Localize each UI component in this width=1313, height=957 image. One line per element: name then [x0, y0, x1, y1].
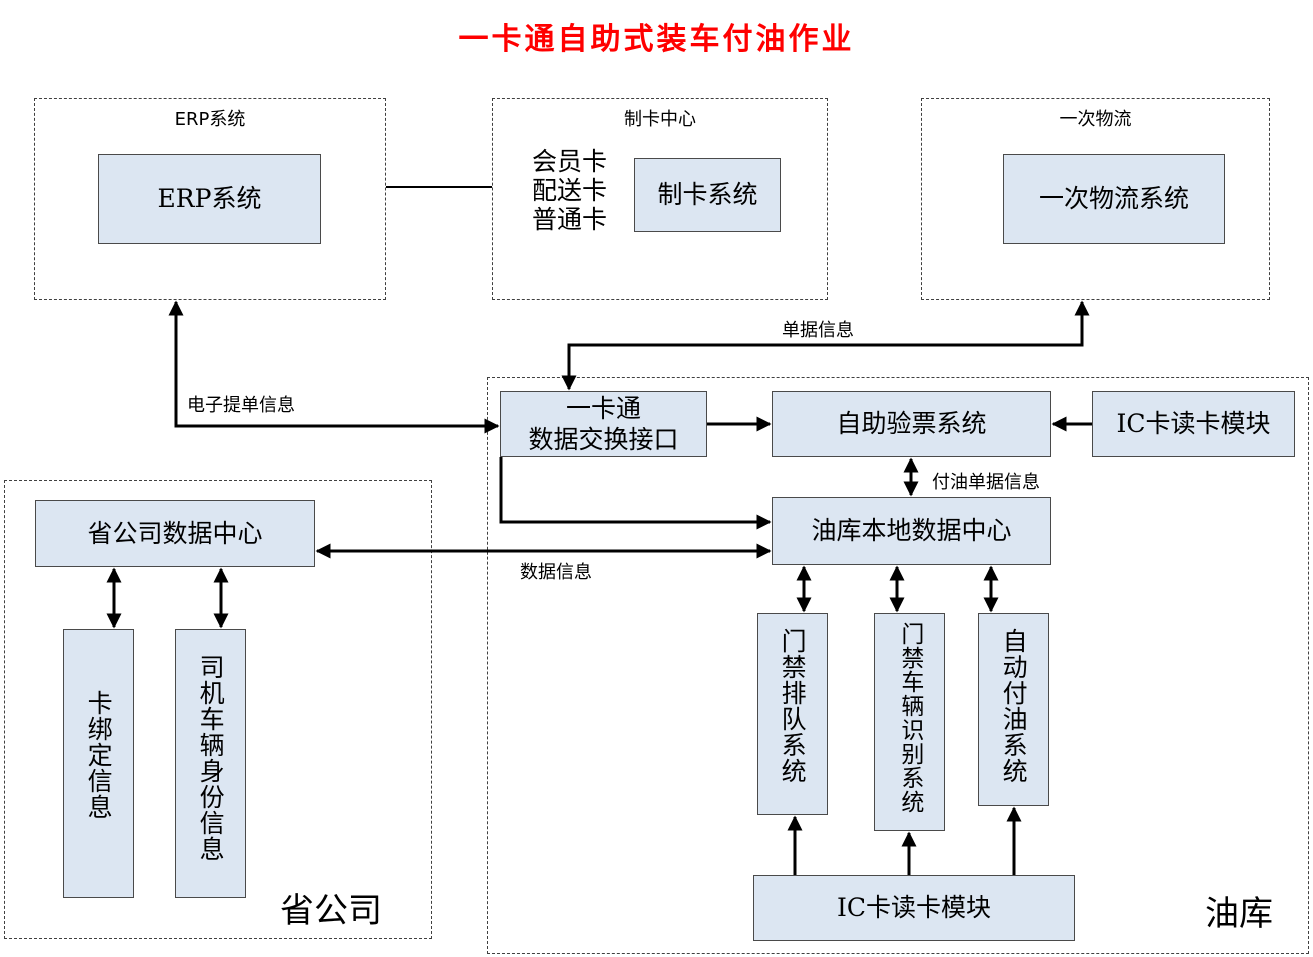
- ic-reader-bottom-box: IC卡读卡模块: [753, 875, 1075, 941]
- label-fuel-document: 付油单据信息: [932, 472, 1040, 493]
- card-type-regular: 普通卡: [532, 205, 608, 234]
- group-erp: [34, 98, 386, 300]
- interface-line-2: 数据交换接口: [528, 425, 679, 454]
- group-card-center-label: 制卡中心: [624, 109, 696, 130]
- card-types-list: 会员卡 配送卡 普通卡: [532, 147, 627, 234]
- card-binding-box: 卡绑定信息: [63, 629, 134, 898]
- card-system-box: 制卡系统: [634, 158, 781, 232]
- group-depot-label: 油库: [1205, 894, 1273, 934]
- group-logistics: [921, 98, 1270, 300]
- erp-system-box: ERP系统: [98, 154, 321, 244]
- gate-vehicle-box: 门禁车辆识别系统: [874, 613, 945, 831]
- group-province-label: 省公司: [280, 891, 382, 931]
- group-province: [4, 480, 432, 939]
- diagram-title: 一卡通自助式装车付油作业: [458, 22, 855, 57]
- group-card-center: [492, 98, 828, 300]
- group-logistics-label: 一次物流: [1059, 109, 1132, 130]
- auto-fuel-box: 自动付油系统: [978, 613, 1049, 806]
- arrow-interface-to-depot: [499, 457, 772, 530]
- arrow-document-info: [561, 300, 1090, 391]
- ticket-system-box: 自助验票系统: [772, 391, 1051, 457]
- group-erp-label: ERP系统: [174, 109, 246, 130]
- arrow-electronic-bill: [168, 300, 500, 434]
- gate-queue-box: 门禁排队系统: [757, 613, 828, 815]
- ic-reader-top-box: IC卡读卡模块: [1092, 391, 1295, 457]
- driver-identity-box: 司机车辆身份信息: [175, 629, 246, 898]
- interface-box: 一卡通 数据交换接口: [500, 391, 707, 457]
- card-type-delivery: 配送卡: [532, 176, 608, 205]
- card-type-member: 会员卡: [532, 147, 608, 176]
- province-center-box: 省公司数据中心: [35, 500, 315, 567]
- logistics-system-box: 一次物流系统: [1003, 154, 1225, 244]
- interface-line-1: 一卡通: [565, 393, 641, 423]
- label-data-info: 数据信息: [520, 562, 592, 583]
- depot-center-box: 油库本地数据中心: [772, 497, 1051, 565]
